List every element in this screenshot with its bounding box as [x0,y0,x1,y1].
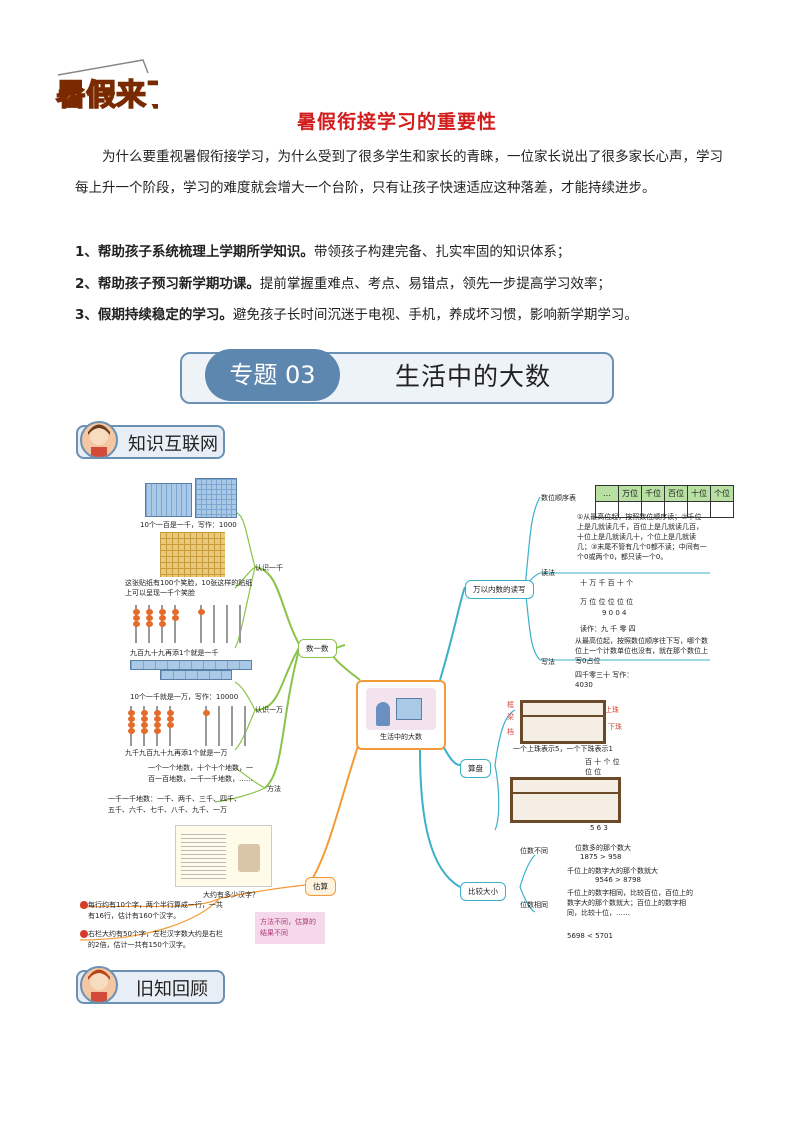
estimate-method-2: 右栏大约有50个字，左栏汉字数大约是右栏的2倍，估计一共有150个汉字。 [88,930,223,949]
count-by-thousands: 一千一千地数：一千、两千、三千、四千、五千、六千、七千、八千、九千、一万 [108,795,241,814]
method-text: 一个一个地数，十个十个地数，一百一百地数，一千一千地数，…… [148,764,253,783]
order-table-label: 数位顺序表 [541,494,576,502]
smiley-sticker-image [160,532,225,577]
diff-digits-example: 1875 > 958 [580,853,622,861]
abacus-upper-bead-label: 上珠 [605,706,619,714]
branch-know-thousand: 认识一千 [255,564,283,572]
ten-thousand-cubes-icon [130,660,252,670]
center-illustration-icon [366,688,436,730]
branch-count: 数一数 [298,639,337,658]
caption-abacus1: 九百九十九再添1个就是一千 [130,649,219,657]
read-rules: ①从最高位起，按照数位顺序读；②千位上是几就读几千，百位上是几就读几百，十位上是… [577,513,707,561]
chinese-text-page-image [175,825,272,887]
write-example: 四千零三十 写作：4030 [575,671,634,689]
abacus-999-image [130,605,241,643]
point-1: 1、帮助孩子系统梳理上学期所学知识。带领孩子构建完备、扎实牢固的知识体系； [75,244,571,260]
section-network-title: 知识互联网 [128,434,218,455]
write-rule: 从最高位起，按照数位顺序往下写，哪个数位上一个计数单位也没有，就在那个数位上写0… [575,637,708,665]
same-digits-text1: 千位上的数字大的那个数就大 [567,867,658,875]
abacus-places: 百 十 个 位 位 位 [585,758,620,776]
branch-abacus: 算盘 [460,759,491,778]
branch-readwrite: 万以内数的读写 [465,580,534,599]
abacus-rule: 一个上珠表示5，一个下珠表示1 [513,745,613,753]
abacus-9999-image [125,706,246,746]
read-label: 读法 [541,569,555,577]
mindmap-connectors [79,496,710,941]
student-avatar-2-icon [80,966,118,1004]
mindmap-center-node: 生活中的大数 [356,680,446,750]
center-label: 生活中的大数 [380,733,422,741]
estimate-method-1: 每行约有10个字，两个半行算成一行，一共有16行，估计有160个汉字。 [88,901,223,920]
intro-paragraph: 为什么要重视暑假衔接学习，为什么受到了很多学生和家长的青睐，一位家长说出了很多家… [75,149,723,196]
same-digits-text2: 千位上的数字相同，比较百位，百位上的数字大的那个数就大；百位上的数字相同，比较十… [567,889,693,917]
place-head2: 万 位 位 位 位 位 [580,598,634,606]
place-head: 十 万 千 百 十 个 [580,579,634,587]
branch-estimate: 估算 [305,877,336,896]
page-title: 暑假衔接学习的重要性 [296,111,497,133]
caption-grid: 这张贴纸有100个笑脸，10张这样的贴纸上可以呈现一千个笑脸 [125,579,253,597]
caption-abacus2: 九千九百九十九再添1个就是一万 [125,749,228,757]
abacus-rod-label: 档 [507,728,514,736]
write-label: 写法 [541,658,555,666]
diff-digits-label: 位数不同 [520,847,548,855]
point-2: 2、帮助孩子预习新学期功课。提前掌握重难点、考点、易错点，领先一步提高学习效率； [75,276,611,292]
diff-digits-text: 位数多的那个数大 [575,844,631,852]
abacus-digits: 5 6 3 [590,824,608,832]
abacus-labeled-image [520,700,606,744]
read-example: 读作：九 千 零 四 [580,625,636,633]
same-digits-example1: 9546 > 8798 [595,876,641,884]
section-review-title: 旧知回顾 [136,979,208,1000]
place-value-table: … 万位 千位 百位 十位 个位 [595,485,734,518]
place-digits: 9 0 0 4 [602,609,627,617]
estimate-question: 大约有多少汉字？ [203,891,259,899]
topic-title: 生活中的大数 [395,362,552,391]
hundred-blocks-icon [145,483,192,517]
svg-text:暑假来了: 暑假来了 [56,78,158,113]
abacus-lower-bead-label: 下珠 [608,723,622,731]
estimate-note: 方法不同，估算的结果不同 [255,912,325,944]
abacus-563-image [510,777,621,823]
topic-tag: 专题 03 [205,349,340,401]
branch-know-tenthousand: 认识一万 [255,706,283,714]
student-avatar-icon [80,421,118,459]
abacus-beam-label: 梁 [507,713,514,721]
summer-logo: 暑假来了 [48,55,177,120]
caption-1000: 10个一百是一千，写作：1000 [140,521,237,529]
caption-10000: 10个一千就是一万，写作：10000 [130,693,239,701]
branch-compare: 比较大小 [460,882,506,901]
abacus-frame-label: 框 [507,701,514,709]
thousand-cube-icon [195,478,237,518]
same-digits-label: 位数相同 [520,901,548,909]
same-digits-example2: 5698 < 5701 [567,932,613,940]
point-3: 3、假期持续稳定的学习。避免孩子长时间沉迷于电视、手机，养成坏习惯，影响新学期学… [75,307,638,323]
bullet-1-icon [80,901,88,909]
cube-row-icon [160,670,232,680]
branch-method: 方法 [267,785,281,793]
bullet-2-icon [80,930,88,938]
